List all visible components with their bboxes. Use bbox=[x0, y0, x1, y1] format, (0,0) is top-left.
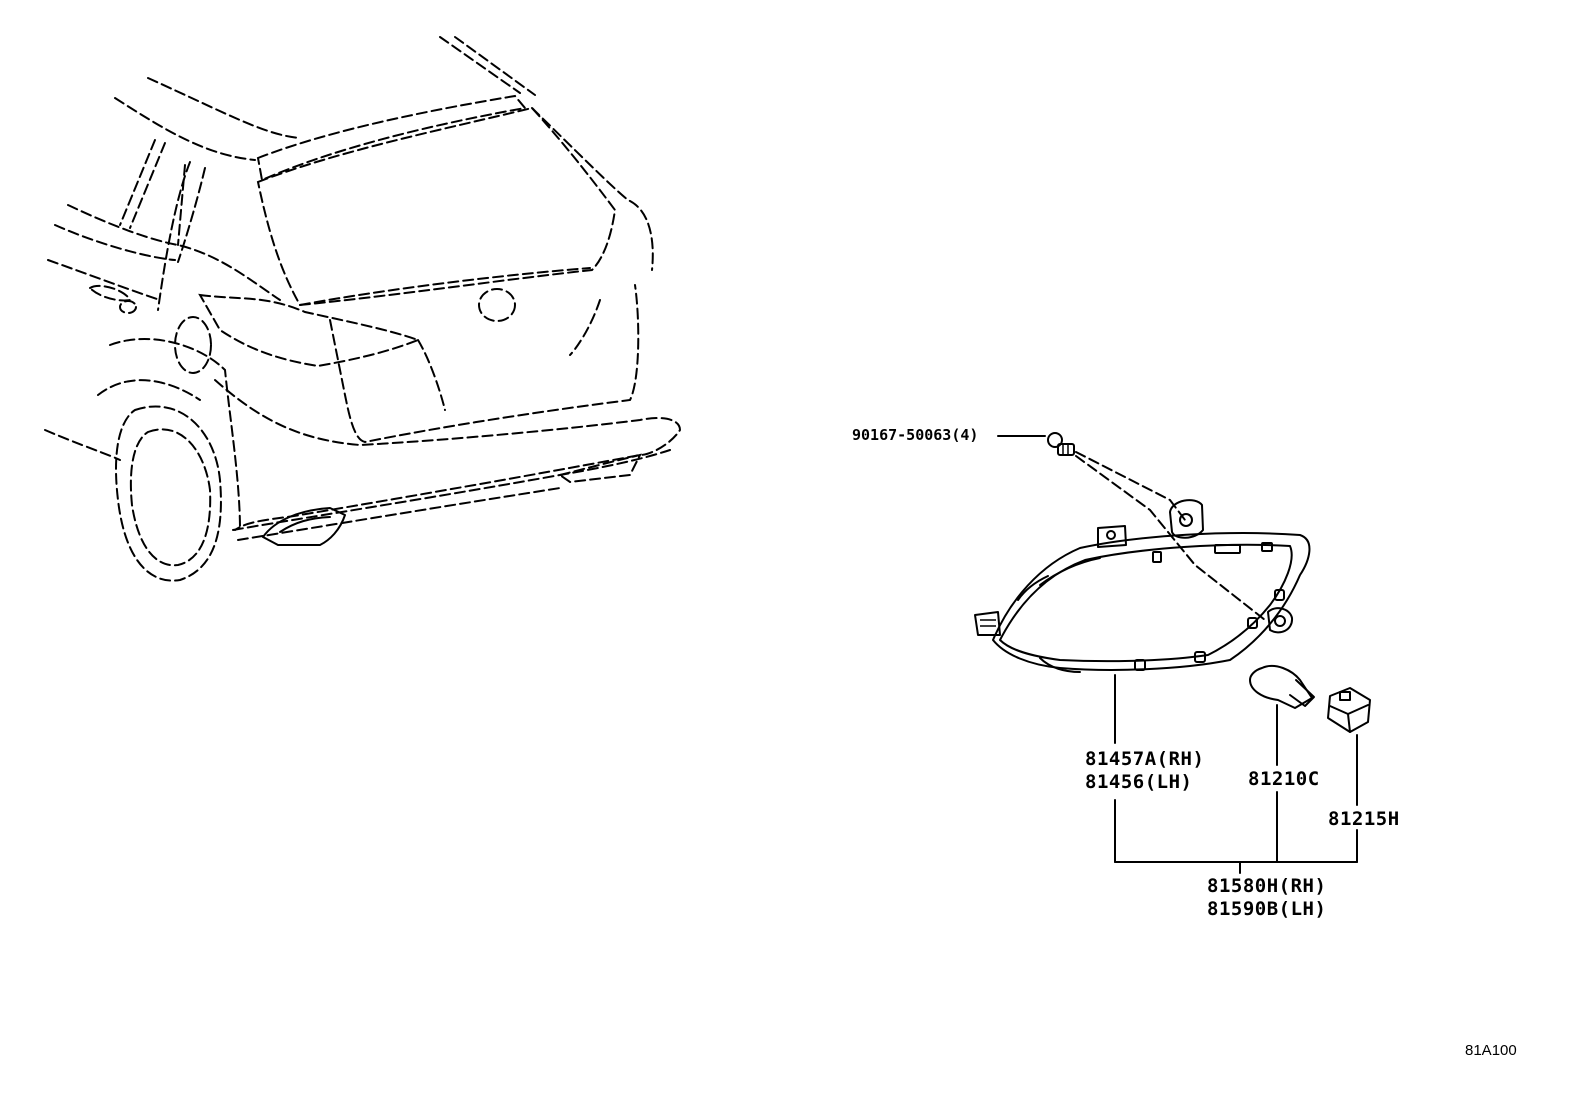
part-label-bulb[interactable]: 81210C bbox=[1248, 768, 1320, 790]
part-label-socket[interactable]: 81215H bbox=[1328, 808, 1400, 830]
reflector-lamp-icon bbox=[974, 499, 1311, 673]
part-label-lens-rh[interactable]: 81457A(RH) bbox=[1085, 748, 1205, 770]
part-label-assy-rh[interactable]: 81580H(RH) bbox=[1207, 875, 1327, 897]
bolt-icon bbox=[1047, 432, 1075, 456]
socket-icon bbox=[1327, 687, 1371, 733]
part-label-assy-lh[interactable]: 81590B(LH) bbox=[1207, 898, 1327, 920]
vehicle-outline bbox=[44, 36, 682, 582]
bolt-guide-line-1 bbox=[1075, 451, 1186, 521]
bulb-icon bbox=[1249, 664, 1315, 709]
bolt-guide-line-2 bbox=[1075, 455, 1266, 621]
part-label-lens-lh[interactable]: 81456(LH) bbox=[1085, 771, 1193, 793]
part-label-bolt[interactable]: 90167-50063(4) bbox=[852, 426, 979, 444]
diagram-code: 81A100 bbox=[1465, 1042, 1517, 1059]
callout-bracket bbox=[1114, 674, 1358, 874]
